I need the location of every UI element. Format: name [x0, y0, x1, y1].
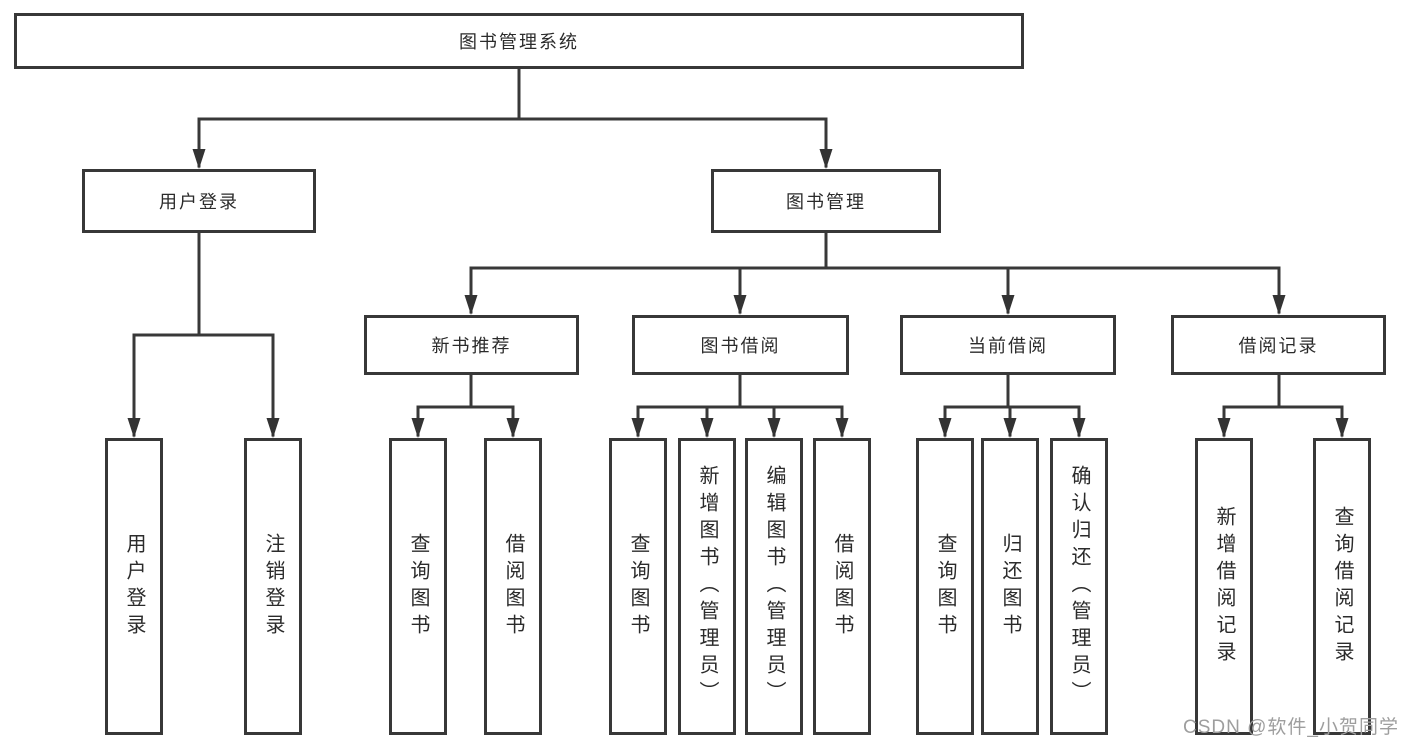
node-label: 归还图书 — [999, 532, 1021, 641]
leaf-borrow-books-2: 借阅图书 — [813, 438, 871, 735]
leaf-add-book-admin: 新增图书（管理员） — [678, 438, 736, 735]
node-label: 用户登录 — [159, 192, 239, 212]
node-label: 新增图书（管理员） — [696, 465, 718, 708]
leaf-edit-book-admin: 编辑图书（管理员） — [745, 438, 803, 735]
node-book-borrow: 图书借阅 — [632, 315, 849, 375]
arrowheads — [127, 149, 1349, 438]
node-borrow-records: 借阅记录 — [1171, 315, 1386, 375]
leaf-query-books-1: 查询图书 — [389, 438, 447, 735]
node-label: 图书借阅 — [700, 336, 781, 356]
node-book-management: 图书管理 — [711, 169, 941, 233]
node-label: 新增借阅记录 — [1213, 505, 1235, 668]
node-label: 用户登录 — [123, 532, 145, 641]
leaf-query-borrow-record: 查询借阅记录 — [1313, 438, 1371, 735]
node-label: 查询图书 — [627, 532, 649, 641]
leaf-confirm-return-admin: 确认归还（管理员） — [1050, 438, 1108, 735]
node-library-management-system: 图书管理系统 — [14, 13, 1024, 69]
node-label: 借阅记录 — [1238, 336, 1319, 356]
node-label: 确认归还（管理员） — [1068, 465, 1090, 708]
leaf-return-book: 归还图书 — [981, 438, 1039, 735]
leaf-query-books-3: 查询图书 — [916, 438, 974, 735]
leaf-user-login: 用户登录 — [105, 438, 163, 735]
leaf-borrow-books-1: 借阅图书 — [484, 438, 542, 735]
node-current-borrow: 当前借阅 — [900, 315, 1116, 375]
node-user-login: 用户登录 — [82, 169, 316, 233]
node-label: 查询图书 — [407, 532, 429, 641]
leaf-logout: 注销登录 — [244, 438, 302, 735]
node-label: 图书管理系统 — [459, 32, 579, 52]
node-label: 图书管理 — [786, 192, 866, 212]
node-label: 注销登录 — [262, 532, 284, 641]
node-label: 查询图书 — [934, 532, 956, 641]
node-label: 新书推荐 — [431, 336, 512, 356]
node-label: 编辑图书（管理员） — [763, 465, 785, 708]
node-label: 借阅图书 — [502, 532, 524, 641]
node-label: 查询借阅记录 — [1331, 505, 1353, 668]
leaf-query-books-2: 查询图书 — [609, 438, 667, 735]
node-new-book-recommend: 新书推荐 — [364, 315, 579, 375]
leaf-add-borrow-record: 新增借阅记录 — [1195, 438, 1253, 735]
csdn-watermark: CSDN @软件_小贺同学 — [1183, 717, 1399, 738]
node-label: 当前借阅 — [968, 336, 1048, 356]
node-label: 借阅图书 — [831, 532, 853, 641]
